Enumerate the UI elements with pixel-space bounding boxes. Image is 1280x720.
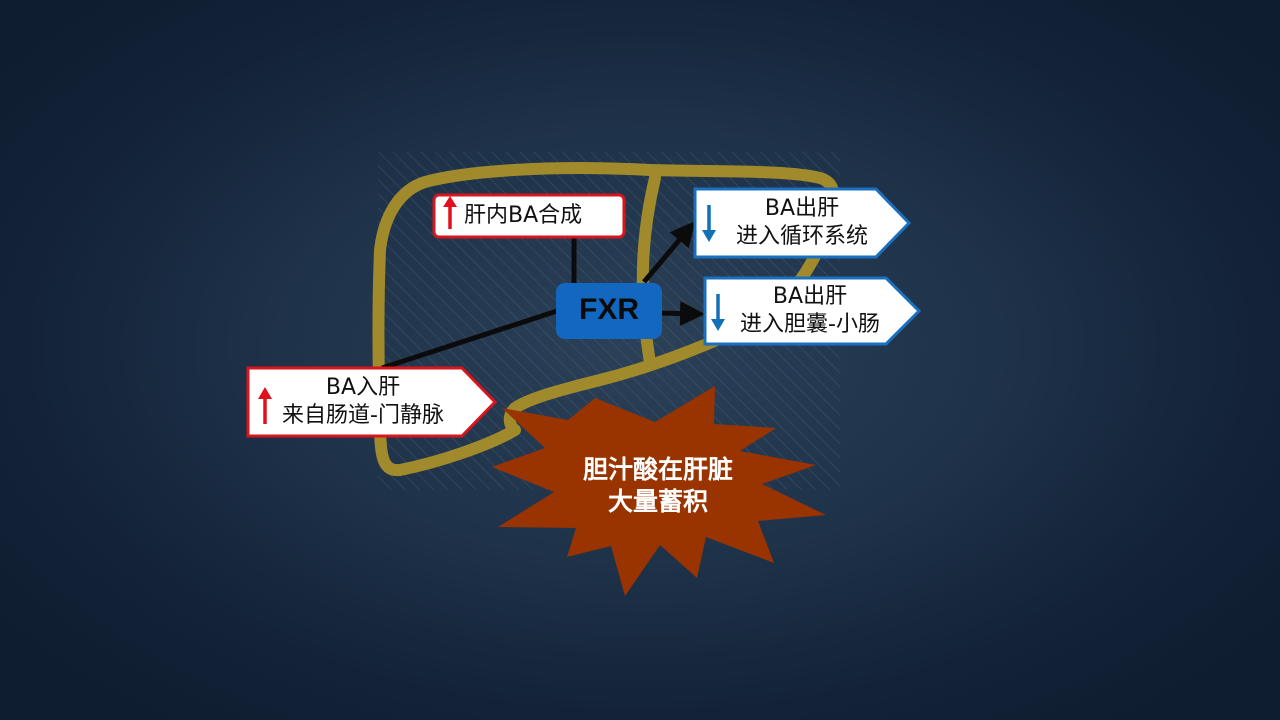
fxr-to-circulation-arrow xyxy=(642,221,696,284)
inflow-label-line2: 来自肠道-门静脉 xyxy=(282,403,444,428)
blue-down-arrow-icon xyxy=(711,294,725,331)
inflow-label-line1: BA入肝 xyxy=(325,375,401,400)
efflux-gallbladder-box xyxy=(703,276,922,346)
inflow-label: BA入肝 来自肠道-门静脉 xyxy=(272,374,454,430)
fxr-to-gallbladder-arrow xyxy=(659,301,705,326)
inflow-box xyxy=(246,366,498,438)
accumulation-label: 胆汁酸在肝脏 大量蓄积 xyxy=(540,454,776,518)
accumulation-line1: 胆汁酸在肝脏 xyxy=(582,455,733,484)
fxr-node xyxy=(556,283,662,339)
efflux-gallbladder-line1: BA出肝 xyxy=(772,284,848,309)
efflux-circulation-box xyxy=(693,187,912,259)
fxr-label: FXR xyxy=(579,293,639,326)
synthesis-box xyxy=(432,193,626,239)
efflux-circulation-label: BA出肝 进入循环系统 xyxy=(718,195,886,251)
efflux-gallbladder-label: BA出肝 进入胆囊-小肠 xyxy=(726,283,894,339)
red-up-arrow-icon xyxy=(443,196,457,229)
efflux-circulation-line2: 进入循环系统 xyxy=(735,224,868,249)
blue-down-arrow-icon xyxy=(702,205,716,242)
accumulation-line2: 大量蓄积 xyxy=(607,487,708,516)
synthesis-label: 肝内BA合成 xyxy=(464,203,583,228)
fxr-to-inflow-line xyxy=(381,307,561,371)
red-up-arrow-icon xyxy=(258,387,272,424)
accumulation-burst xyxy=(492,386,826,596)
efflux-circulation-line1: BA出肝 xyxy=(764,196,840,221)
efflux-gallbladder-line2: 进入胆囊-小肠 xyxy=(740,312,880,337)
